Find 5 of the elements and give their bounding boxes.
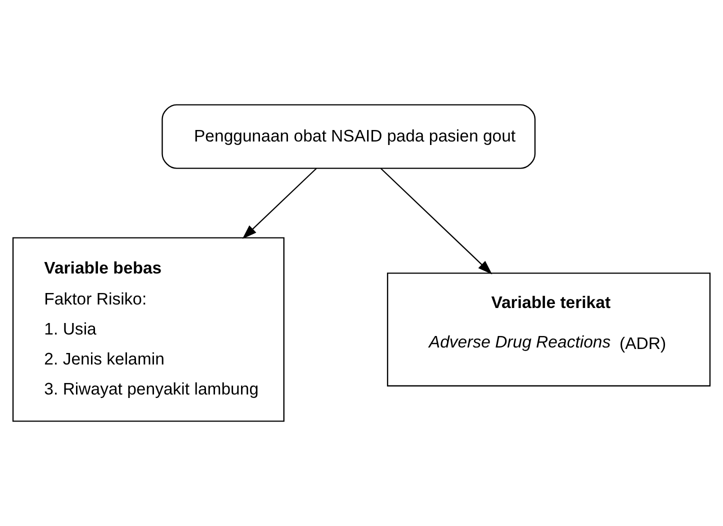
node-box: Penggunaan obat NSAID pada pasien gout <box>162 104 536 169</box>
arrow <box>242 168 317 239</box>
node-box: Variable bebas Faktor Risiko: 1. Usia 2. Jenis kelamin 3. Riwayat penyakit lambung <box>12 237 284 422</box>
node-box: Variable terikat Adverse Drug Reactions (ADR) <box>386 272 711 386</box>
arrow <box>380 168 492 274</box>
